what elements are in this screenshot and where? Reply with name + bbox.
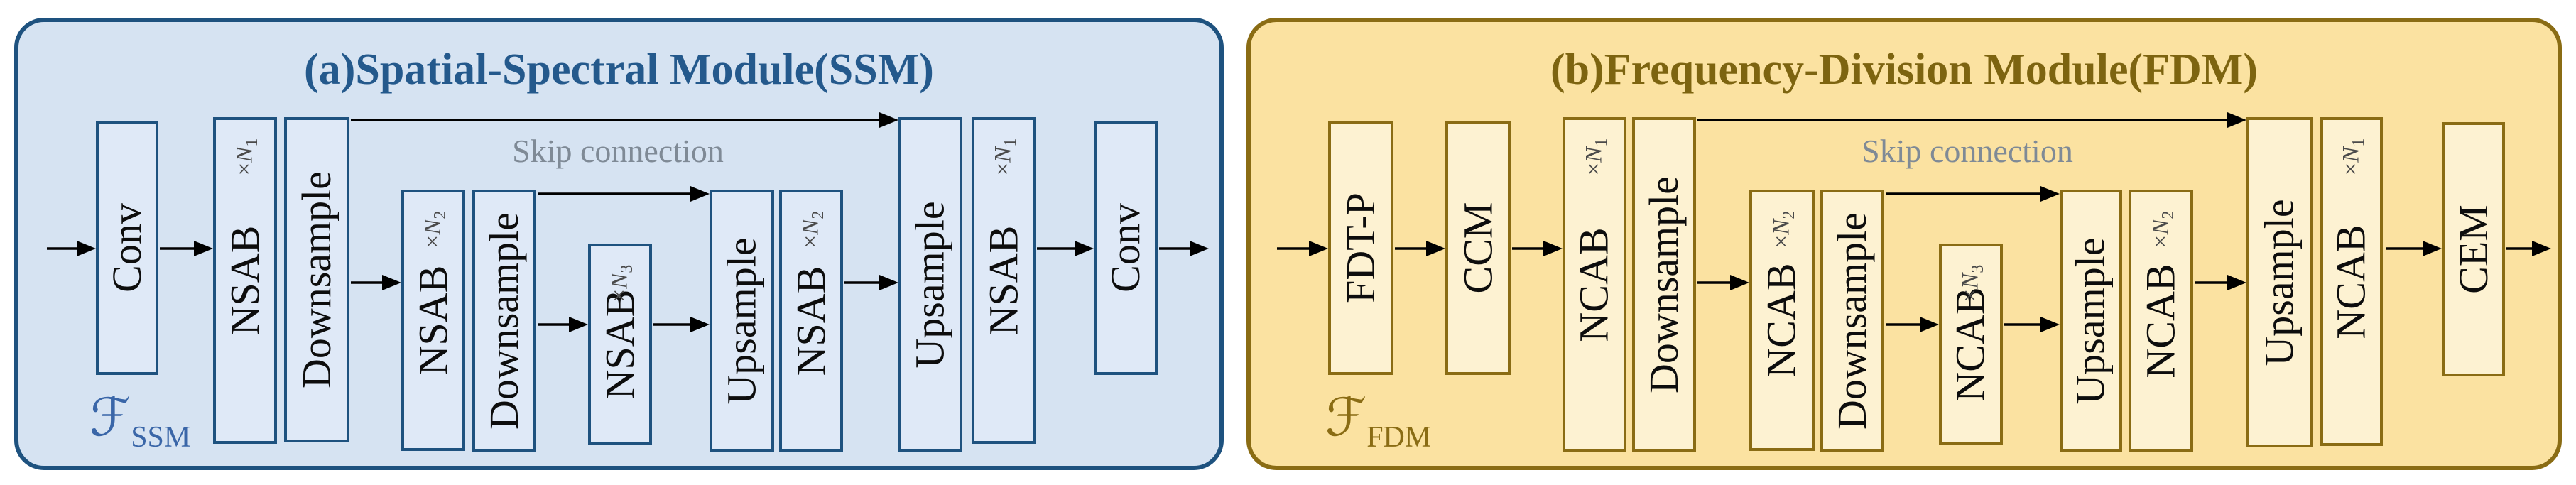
repeat-count-label: ×N2 [2148, 210, 2178, 249]
block-label: FDT-P [1337, 192, 1384, 303]
block-label: Upsample [718, 237, 765, 405]
block-label: Downsample [481, 212, 527, 430]
repeat-count-label: ×N1 [232, 138, 262, 176]
block-label: NSAB [410, 265, 456, 376]
repeat-count-label: ×N1 [990, 138, 1021, 176]
block-fdm-ncab-1: NCAB ×N1 [1563, 117, 1626, 452]
block-ssm-nsab-4: NSAB ×N2 [779, 190, 843, 452]
block-label: NSAB [222, 225, 268, 336]
block-ssm-downsample-1: Downsample [284, 117, 349, 442]
block-label: Upsample [907, 201, 954, 369]
block-ssm-conv-out: Conv [1094, 121, 1158, 375]
block-fdm-upsample-1: Upsample [2060, 190, 2122, 452]
block-label: NSAB [788, 266, 834, 376]
block-label: CCM [1455, 202, 1501, 294]
block-label: NCAB [1571, 227, 1617, 342]
block-label: NCAB [1947, 287, 1994, 402]
ssm-panel-title: (a)Spatial-Spectral Module(SSM) [304, 45, 934, 94]
block-label: Downsample [293, 170, 339, 389]
repeat-count-label: ×N2 [798, 210, 828, 249]
block-label: Conv [1102, 203, 1148, 293]
block-label: NCAB [2137, 263, 2184, 378]
block-label: CEM [2450, 205, 2496, 294]
block-fdm-upsample-2: Upsample [2246, 117, 2313, 447]
block-label: NSAB [597, 289, 643, 400]
block-label: Upsample [2256, 198, 2303, 366]
block-ssm-conv-in: Conv [96, 121, 158, 375]
block-label: Downsample [1641, 175, 1687, 394]
block-fdm-downsample-1: Downsample [1632, 117, 1696, 452]
block-label: Upsample [2067, 237, 2114, 405]
repeat-count-label: ×N3 [607, 264, 637, 303]
ssm-function-label: ℱSSM [89, 389, 191, 454]
block-ssm-upsample-1: Upsample [710, 190, 774, 452]
block-fdm-ncab-4: NCAB ×N2 [2129, 190, 2193, 452]
block-ssm-nsab-3: NSAB ×N3 [588, 244, 652, 445]
block-ssm-downsample-2: Downsample [472, 190, 536, 452]
block-ssm-nsab-5: NSAB ×N1 [972, 117, 1036, 444]
fdm-function-label: ℱFDM [1325, 389, 1432, 454]
repeat-count-label: ×N3 [1957, 264, 1988, 303]
repeat-count-label: ×N1 [2338, 138, 2369, 176]
repeat-count-label: ×N2 [1768, 210, 1799, 249]
block-fdm-fdtp: FDT-P [1328, 121, 1393, 375]
block-fdm-ncab-2: NCAB ×N2 [1749, 190, 1815, 451]
block-label: Conv [104, 203, 150, 293]
fdm-panel-title: (b)Frequency-Division Module(FDM) [1550, 45, 2258, 94]
block-label: Downsample [1829, 212, 1875, 430]
block-ssm-nsab-2: NSAB ×N2 [401, 190, 465, 451]
block-label: NCAB [1759, 263, 1805, 378]
block-label: NCAB [2328, 224, 2374, 339]
block-ssm-upsample-2: Upsample [898, 117, 962, 452]
ssm-skip-connection-label: Skip connection [512, 133, 724, 169]
repeat-count-label: ×N1 [1581, 138, 1612, 176]
fdm-skip-connection-label: Skip connection [1862, 133, 2073, 169]
block-fdm-ncab-5: NCAB ×N1 [2320, 117, 2383, 446]
block-fdm-ccm: CCM [1445, 121, 1511, 375]
block-ssm-nsab-1: NSAB ×N1 [213, 117, 277, 444]
block-fdm-ncab-3: NCAB ×N3 [1939, 244, 2003, 445]
repeat-count-label: ×N2 [420, 210, 450, 249]
block-label: NSAB [980, 225, 1026, 336]
block-fdm-cem: CEM [2442, 122, 2505, 376]
block-fdm-downsample-2: Downsample [1820, 190, 1884, 452]
